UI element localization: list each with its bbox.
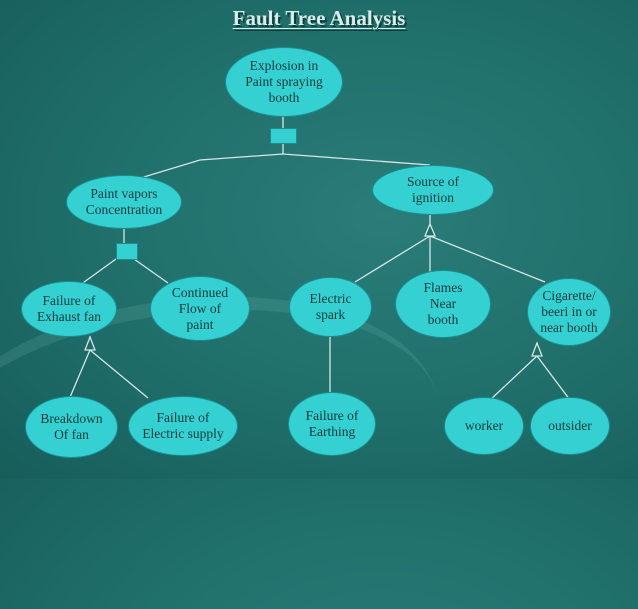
- connector-lines: [67, 114, 571, 403]
- node-electric-spark: Electric spark: [289, 277, 372, 337]
- node-paint-vapors: Paint vapors Concentration: [66, 175, 182, 229]
- edge-gate-supply: [89, 349, 149, 399]
- node-continued-flow: Continued Flow of paint: [150, 276, 250, 341]
- node-outsider: outsider: [530, 397, 610, 455]
- edge-gate-breakdown: [67, 349, 91, 403]
- node-source-ignition: Source of ignition: [372, 165, 494, 215]
- edge-gate-worker: [489, 355, 538, 401]
- node-failure-electric-supply: Failure of Electric supply: [128, 396, 238, 456]
- or-gate-exhaust-icon: [84, 335, 96, 351]
- edge-gate-cigarette: [429, 235, 546, 283]
- edge-gate-spark: [354, 235, 431, 283]
- node-breakdown-fan: Breakdown Of fan: [25, 396, 118, 458]
- node-explosion-top-event: Explosion in Paint spraying booth: [225, 47, 343, 117]
- node-cigarette: Cigarette/ beeri in or near booth: [527, 278, 611, 346]
- edge-level1-branches: [123, 153, 431, 184]
- node-failure-earthing: Failure of Earthing: [288, 392, 376, 456]
- edge-gate-exhaust: [79, 258, 117, 286]
- node-failure-exhaust-fan: Failure of Exhaust fan: [21, 281, 117, 337]
- edge-gate-outsider: [536, 355, 571, 401]
- or-gate-cigarette-icon: [531, 341, 543, 357]
- and-gate-top-icon: [270, 128, 297, 144]
- node-worker: worker: [444, 397, 524, 455]
- diagram-title: Fault Tree Analysis: [232, 6, 406, 30]
- edge-gate-flow: [133, 258, 169, 284]
- or-gate-ignition-icon: [424, 222, 436, 237]
- and-gate-vapors-icon: [116, 243, 138, 260]
- node-flames-near-booth: Flames Near booth: [395, 270, 491, 338]
